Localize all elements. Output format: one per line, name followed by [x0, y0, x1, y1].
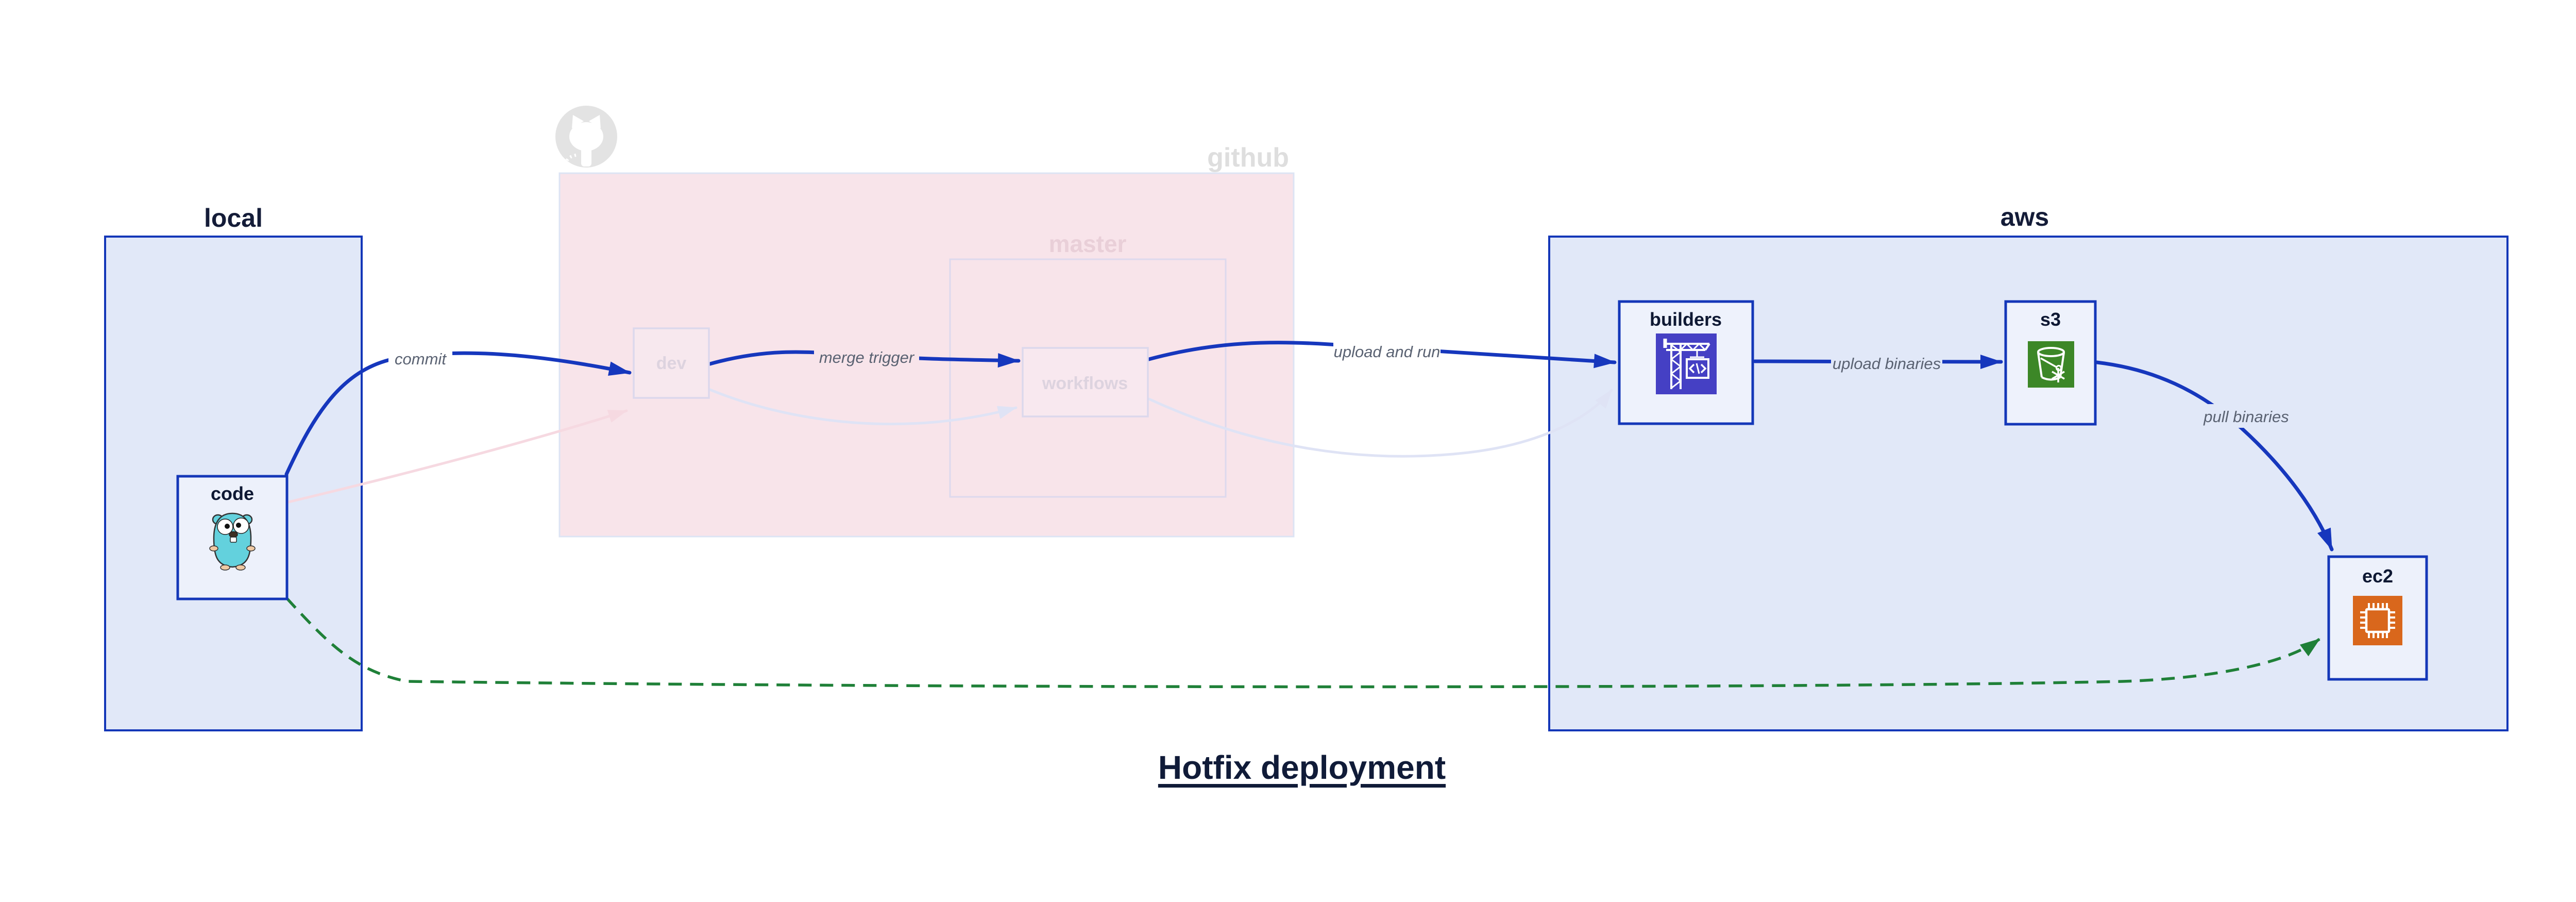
- node-code-label: code: [211, 483, 254, 504]
- edge-label-merge-trigger: merge trigger: [814, 344, 919, 367]
- ec2-chip-icon: [2353, 596, 2402, 645]
- diagram-title: Hotfix deployment: [1158, 749, 1446, 786]
- node-dev-label: dev: [656, 354, 687, 373]
- edge-label-pull-binaries-text: pull binaries: [2203, 408, 2289, 426]
- edge-label-upload-binaries-text: upload binaries: [1833, 355, 1941, 373]
- s3-bucket-icon: [2028, 341, 2074, 388]
- group-local: local: [104, 204, 363, 731]
- group-aws-label: aws: [2001, 203, 2049, 231]
- group-master-box: [949, 258, 1227, 498]
- edge-label-pull-binaries-bg: [2198, 404, 2295, 428]
- github-octocat-icon: [555, 106, 617, 168]
- node-builders: builders: [1618, 300, 1754, 425]
- node-workflows: workflows: [1022, 347, 1149, 417]
- node-s3: s3: [2004, 300, 2097, 426]
- node-code: code: [176, 475, 289, 600]
- edge-label-pull-binaries: pull binaries: [2198, 404, 2295, 428]
- node-s3-label: s3: [2040, 309, 2061, 330]
- codebuild-crane-icon: [1656, 333, 1717, 394]
- edge-label-upload-and-run: upload and run: [1333, 339, 1440, 363]
- node-ec2: ec2: [2327, 555, 2428, 681]
- group-master: master: [949, 230, 1227, 498]
- edge-label-upload-and-run-bg: [1333, 339, 1440, 363]
- edge-label-upload-binaries: upload binaries: [1831, 351, 1942, 375]
- node-dev: dev: [633, 327, 710, 399]
- edge-label-commit-text: commit: [395, 350, 447, 368]
- node-workflows-box: [1022, 347, 1149, 417]
- go-gopher-icon: [209, 512, 256, 571]
- edge-hotfix-pull-dashed: [285, 597, 2320, 689]
- edge-code-to-dev-faded: [287, 409, 628, 504]
- group-github: github: [555, 106, 1295, 538]
- group-local-label: local: [204, 204, 263, 232]
- edge-workflows-to-builders-faded: [1147, 389, 1613, 458]
- edge-label-commit: commit: [388, 346, 452, 370]
- edge-label-upload-and-run-text: upload and run: [1334, 343, 1440, 361]
- group-master-label: master: [1049, 230, 1127, 257]
- node-workflows-label: workflows: [1042, 374, 1128, 393]
- group-github-label: github: [1207, 143, 1289, 173]
- edge-label-merge-trigger-text: merge trigger: [819, 348, 915, 366]
- node-ec2-label: ec2: [2362, 565, 2393, 587]
- node-builders-label: builders: [1650, 309, 1722, 330]
- edge-label-merge-trigger-bg: [814, 344, 919, 367]
- edge-label-commit-bg: [388, 346, 452, 370]
- node-dev-box: [633, 327, 710, 399]
- node-code-box: [176, 475, 289, 600]
- edge-label-upload-binaries-bg: [1831, 351, 1942, 375]
- edge-dev-to-workflows-faded: [708, 388, 1018, 426]
